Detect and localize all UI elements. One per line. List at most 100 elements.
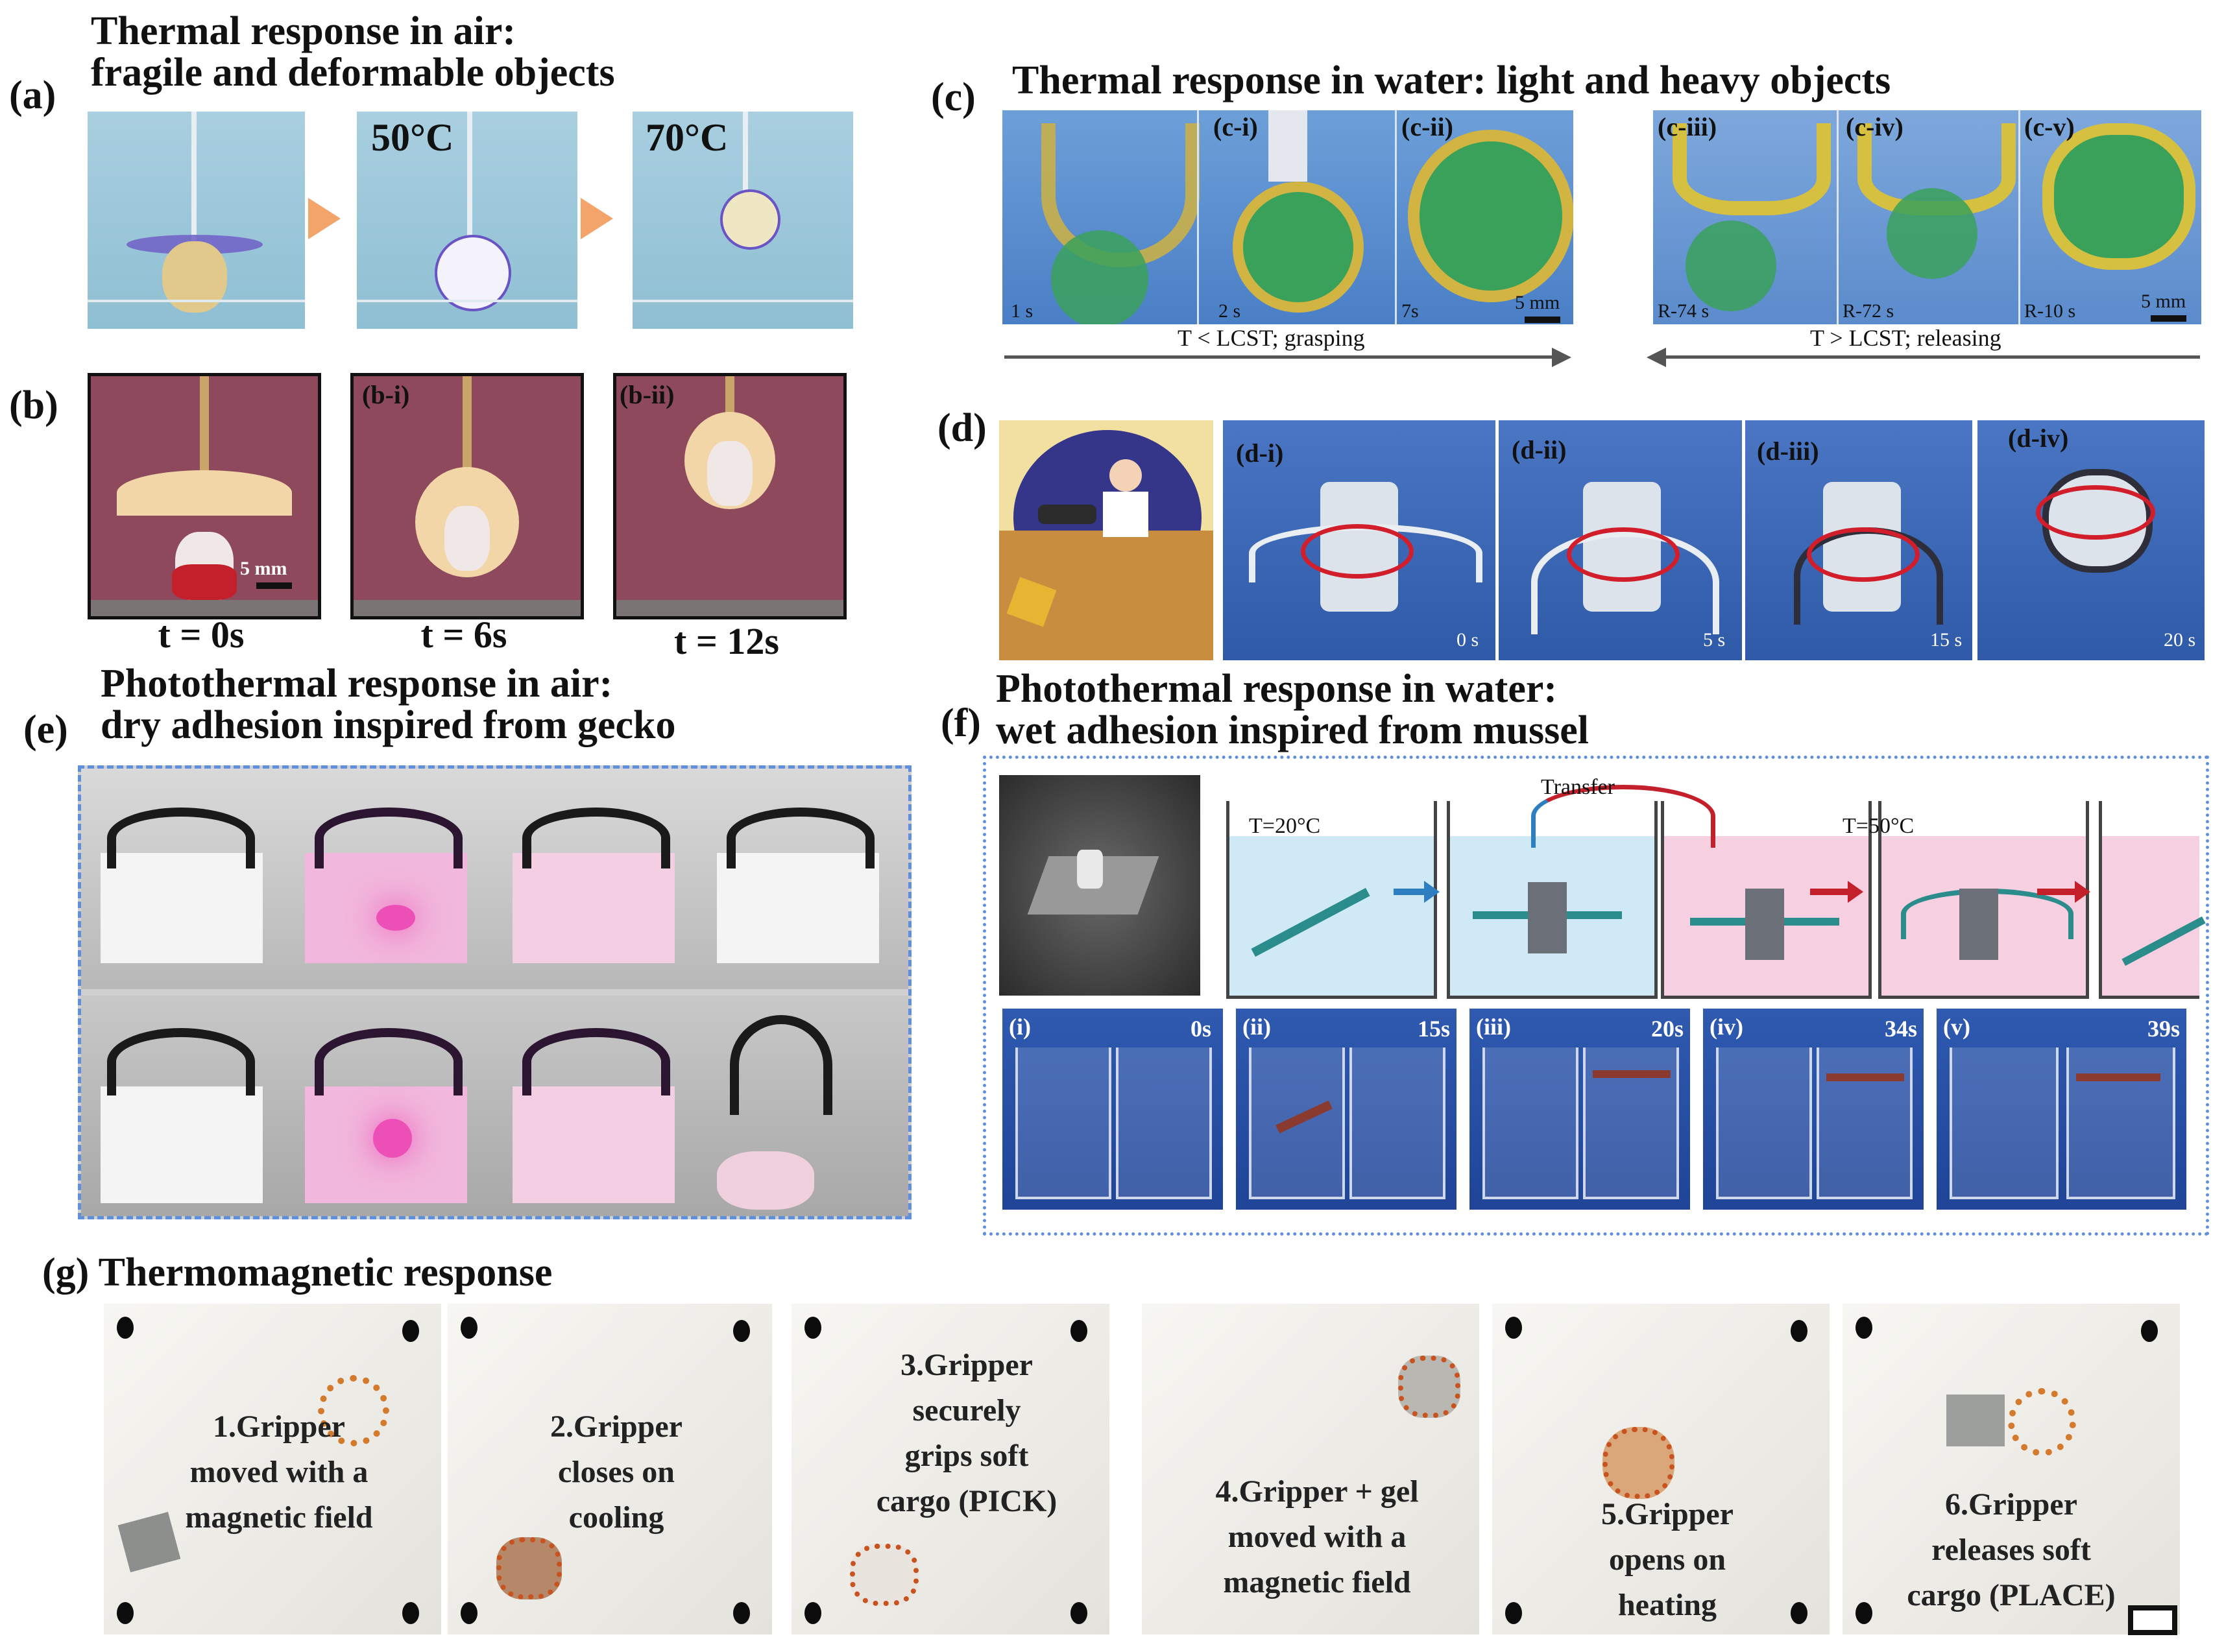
step-1-caption: 1.Gripper moved with a magnetic field [185, 1409, 373, 1535]
panel-g-photo-4 [1142, 1304, 1479, 1634]
step-5-caption: 5.Gripper opens on heating [1601, 1497, 1734, 1622]
time-f-3: 20s [1651, 1016, 1684, 1042]
scale-bar [256, 582, 292, 589]
time-c-5: R-72 s [1843, 300, 1894, 322]
gripper-icon [1602, 1427, 1674, 1499]
sub-b-i: (b-i) [362, 380, 410, 409]
sub-f-iii: (iii) [1476, 1014, 1511, 1040]
panel-g-title: (g) Thermomagnetic response [42, 1251, 553, 1295]
sub-f-iv: (iv) [1710, 1014, 1743, 1040]
arrow-grasping-line [1004, 355, 1556, 359]
time-b-1: t = 0s [158, 614, 245, 656]
transfer-label: Transfer [1541, 775, 1615, 799]
scale-bar-label: 5 mm [240, 558, 287, 579]
panel-d-photo-1 [1223, 420, 1495, 660]
arrow-left-icon [1647, 348, 1666, 367]
arrow-right-icon [2037, 889, 2076, 895]
scale-bar [1525, 317, 1560, 323]
panel-d-photo-2 [1499, 420, 1742, 660]
sub-d-ii: (d-ii) [1512, 435, 1567, 464]
chevron-right-icon [581, 198, 613, 239]
time-c-6: R-10 s [2024, 300, 2076, 322]
sub-c-i: (c-i) [1213, 112, 1258, 141]
arrow-grasping-label: T < LCST; grasping [1178, 325, 1365, 351]
temp-hot: T=50°C [1843, 814, 1915, 838]
panel-g-photo-3 [792, 1304, 1109, 1634]
panel-f-photo-2 [1236, 1009, 1456, 1210]
scale-bar-label: 5 mm [1515, 292, 1560, 313]
sub-d-i: (d-i) [1236, 438, 1284, 468]
time-d-2: 5 s [1703, 629, 1726, 651]
transfer-arrow-icon [1531, 785, 1715, 848]
panel-g-photo-1 [104, 1304, 441, 1634]
sub-d-iv: (d-iv) [2008, 424, 2069, 453]
panel-e-photo-grid [78, 765, 912, 1219]
step-3-caption: 3.Gripper securely grips soft cargo (PIC… [876, 1348, 1058, 1518]
panel-c-right-strip [1653, 110, 2201, 324]
panel-c-left-strip [1002, 110, 1573, 324]
sub-c-iii: (c-iii) [1658, 112, 1717, 141]
time-c-2: 2 s [1218, 300, 1241, 322]
panel-b-label: (b) [9, 383, 58, 427]
gripper-icon [1398, 1356, 1460, 1418]
time-f-5: 39s [2147, 1016, 2181, 1042]
scale-bar [2151, 315, 2186, 322]
panel-f-photo-4 [1703, 1009, 1924, 1210]
arrow-right-icon [1810, 889, 1849, 895]
panel-c-label: (c) [931, 75, 976, 119]
time-f-2: 15s [1418, 1016, 1451, 1042]
panel-f-title: Photothermal response in water: wet adhe… [996, 667, 1589, 752]
panel-g-photo-5 [1492, 1304, 1830, 1634]
panel-b-photo-3 [613, 373, 847, 619]
panel-g-photo-2 [448, 1304, 772, 1634]
step-2-caption: 2.Gripper closes on cooling [550, 1409, 683, 1535]
time-d-1: 0 s [1456, 629, 1479, 651]
time-b-3: t = 12s [674, 620, 779, 662]
sub-c-iv: (c-iv) [1846, 112, 1904, 141]
panel-a-photo-2 [357, 112, 577, 329]
panel-e-label: (e) [23, 708, 68, 752]
panel-d-photo-4 [1977, 420, 2205, 660]
panel-a-photo-3 [633, 112, 853, 329]
panel-d-label: (d) [937, 406, 987, 450]
time-c-1: 1 s [1011, 300, 1033, 322]
panel-a-label: (a) [9, 73, 56, 117]
scale-bar [2128, 1605, 2177, 1635]
sub-c-ii: (c-ii) [1401, 112, 1453, 141]
panel-f-photo-5 [1937, 1009, 2186, 1210]
sub-f-ii: (ii) [1242, 1014, 1271, 1040]
temp-70: 70°C [646, 116, 729, 159]
panel-a-title: Thermal response in air: fragile and def… [91, 9, 615, 95]
chevron-right-icon [308, 198, 341, 239]
time-d-4: 20 s [2164, 629, 2196, 651]
gripper-icon [850, 1544, 919, 1606]
time-c-3: 7s [1401, 300, 1419, 322]
arrow-right-icon [1394, 889, 1426, 895]
step-6-caption: 6.Gripper releases soft cargo (PLACE) [1907, 1487, 2116, 1612]
sub-c-v: (c-v) [2024, 112, 2075, 141]
sub-b-ii: (b-ii) [620, 380, 675, 409]
arrow-releasing-line [1665, 355, 2200, 359]
step-4-caption: 4.Gripper + gel moved with a magnetic fi… [1215, 1474, 1419, 1599]
panel-a-photo-1 [88, 112, 305, 329]
arrow-right-icon [1552, 348, 1571, 367]
panel-d-photo-3 [1745, 420, 1972, 660]
time-f-4: 34s [1885, 1016, 1918, 1042]
panel-c-title: Thermal response in water: light and hea… [1012, 58, 1891, 102]
panel-f-label: (f) [941, 701, 981, 745]
arrow-releasing-label: T > LCST; releasing [1810, 325, 2001, 351]
panel-f-photo-1 [1002, 1009, 1223, 1210]
panel-b-photo-1 [88, 373, 321, 619]
sub-d-iii: (d-iii) [1757, 437, 1819, 466]
panel-g-photo-6 [1843, 1304, 2180, 1634]
sub-f-v: (v) [1943, 1014, 1970, 1040]
temp-50: 50°C [371, 116, 454, 159]
panel-b-photo-2 [350, 373, 584, 619]
panel-f-photo-3 [1469, 1009, 1690, 1210]
scale-bar-label: 5 mm [2141, 291, 2186, 312]
sub-f-i: (i) [1009, 1014, 1031, 1040]
gripper-icon [2008, 1388, 2076, 1456]
time-b-2: t = 6s [420, 614, 507, 656]
panel-d-cartoon [999, 420, 1213, 660]
time-c-4: R-74 s [1658, 300, 1710, 322]
